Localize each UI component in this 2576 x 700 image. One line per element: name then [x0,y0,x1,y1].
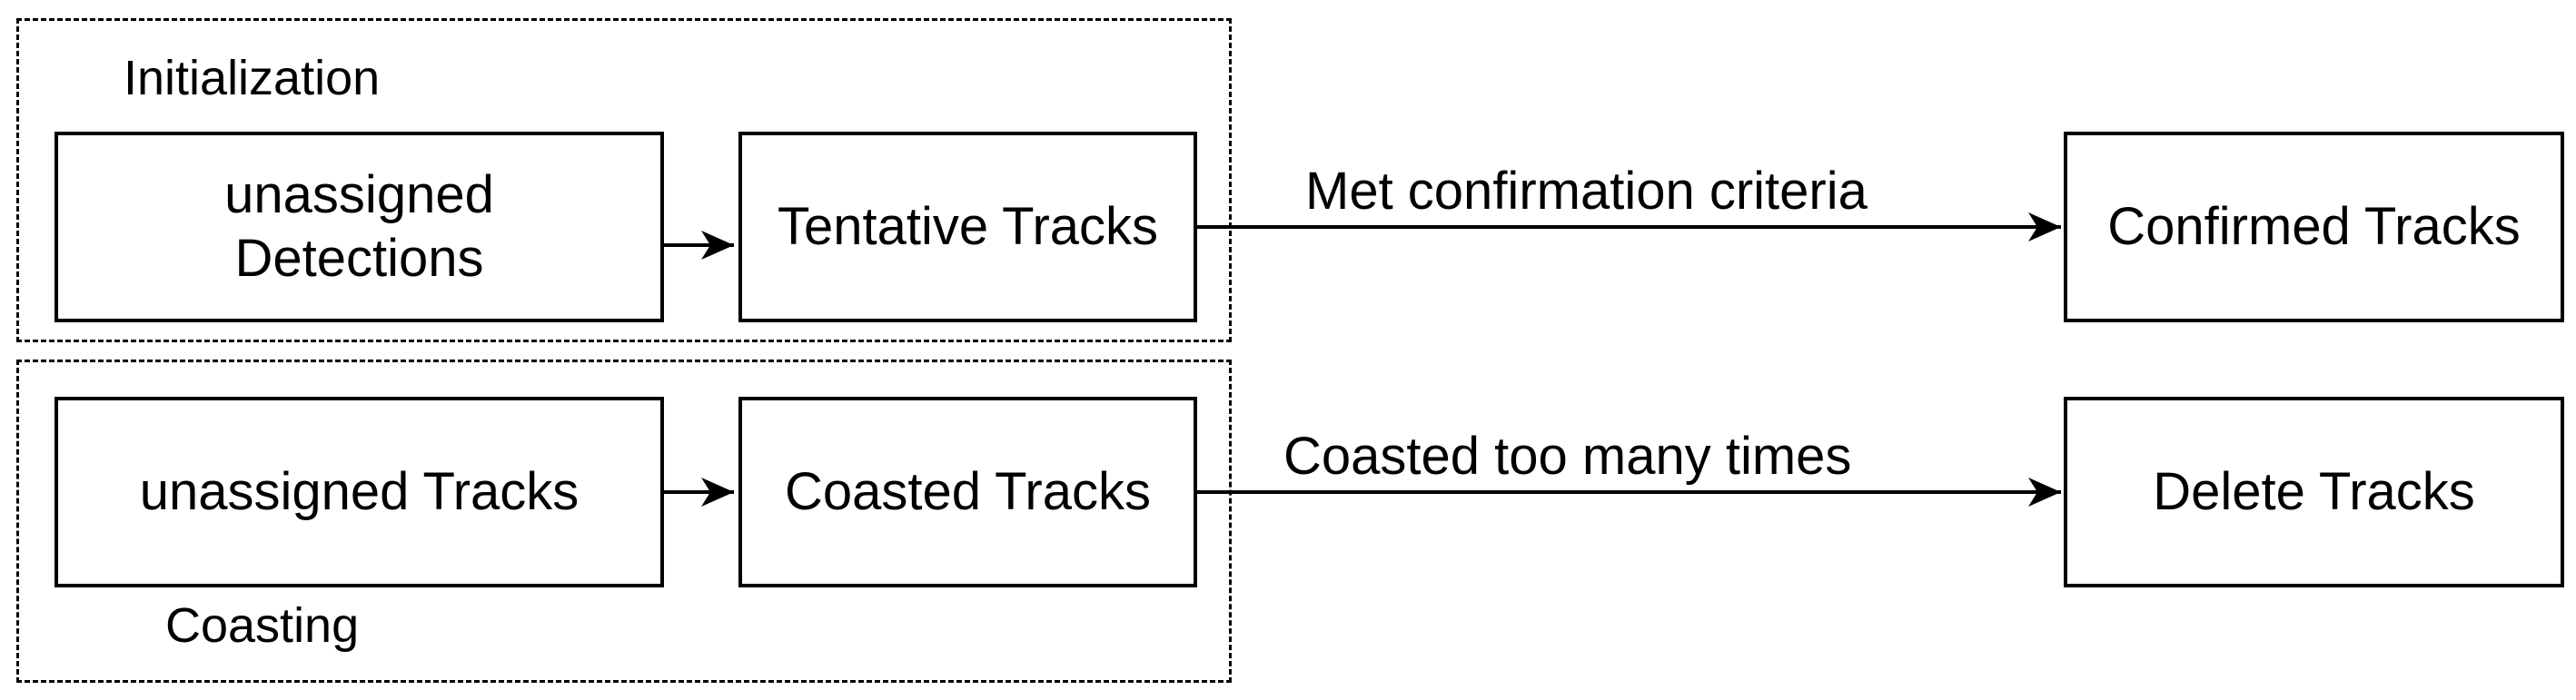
tentative-to-confirmed-label: Met confirmation criteria [1305,162,1868,221]
coasting-group-label: Coasting [165,598,360,653]
tentative-tracks-label: Tentative Tracks [777,197,1159,257]
unassigned-detections-line1: unassigned [224,165,494,225]
initialization-group-label: Initialization [124,51,381,105]
delete-tracks-box: Delete Tracks [2064,397,2564,587]
confirmed-tracks-label: Confirmed Tracks [2107,197,2521,257]
coasted-tracks-box: Coasted Tracks [738,397,1197,587]
coasted-to-delete-label: Coasted too many times [1283,427,1852,486]
unassigned-tracks-label: unassigned Tracks [139,462,580,522]
tentative-tracks-box: Tentative Tracks [738,132,1197,322]
initialization-group [16,18,1232,342]
unassigned-detections-line2: Detections [234,229,484,288]
coasted-tracks-label: Coasted Tracks [785,462,1151,522]
unassigned-tracks-box: unassigned Tracks [54,397,664,587]
delete-tracks-label: Delete Tracks [2153,462,2475,522]
unassigned-detections-box: unassigned Detections [54,132,664,322]
coasting-group [16,360,1232,683]
confirmed-tracks-box: Confirmed Tracks [2064,132,2564,322]
